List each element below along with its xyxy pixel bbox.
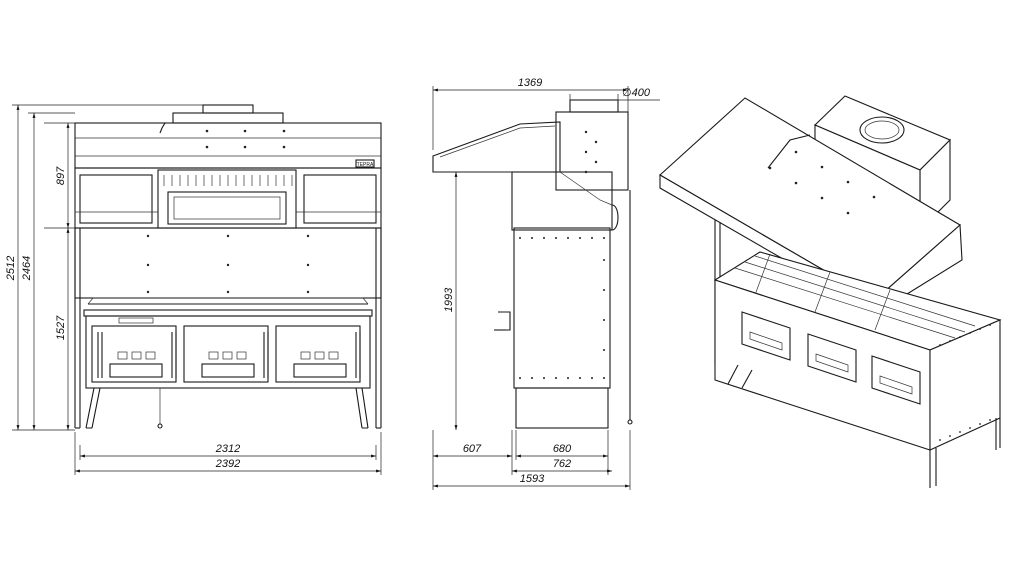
side-dimensions: 1369 ∅400 1993 607 680 762 1593 <box>432 77 660 490</box>
dim-897: 897 <box>55 166 67 185</box>
dim-1593: 1593 <box>520 473 545 485</box>
dim-607: 607 <box>463 443 482 455</box>
badge-text: TEPRA <box>357 162 374 168</box>
dim-1993: 1993 <box>443 287 455 312</box>
iso-view <box>659 95 1002 488</box>
side-view: 1369 ∅400 1993 607 680 762 1593 <box>432 77 660 490</box>
front-view: TEPRA <box>5 104 382 475</box>
dim-2464: 2464 <box>21 256 33 281</box>
dim-762: 762 <box>553 458 571 470</box>
dim-1527: 1527 <box>55 315 67 340</box>
dim-2312: 2312 <box>215 443 240 455</box>
dim-2512: 2512 <box>5 256 17 281</box>
dim-diameter: ∅400 <box>622 87 651 99</box>
iso-firebox-sections <box>741 311 921 405</box>
dim-2392: 2392 <box>215 458 240 470</box>
dim-680: 680 <box>553 443 572 455</box>
firebox-sections <box>91 325 361 383</box>
dim-1369: 1369 <box>518 77 542 89</box>
front-dimensions: 2512 2464 897 1527 2312 2392 <box>5 104 382 475</box>
